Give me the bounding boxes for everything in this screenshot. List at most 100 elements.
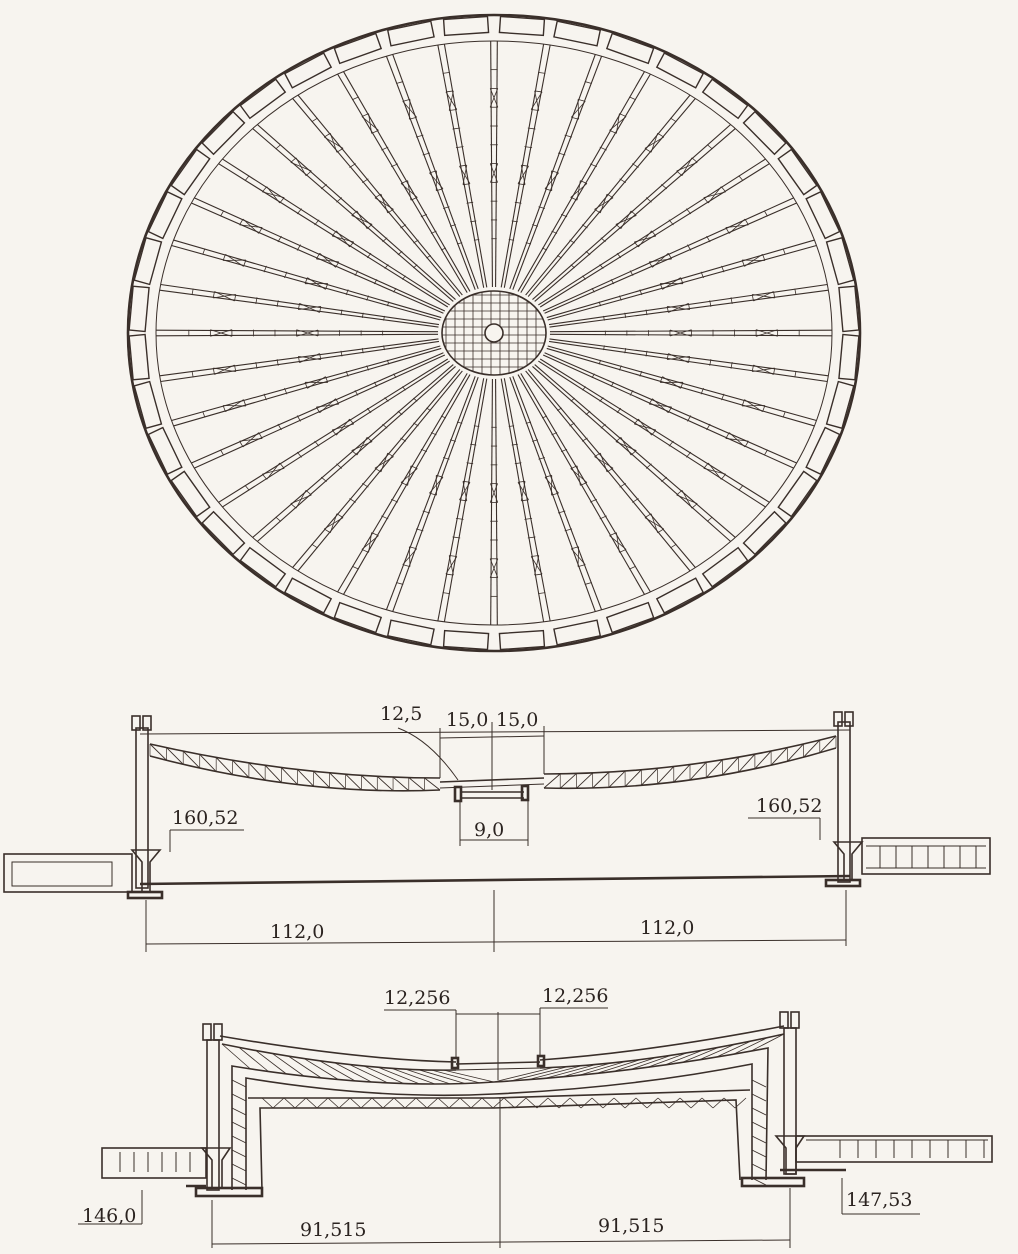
perimeter-block <box>805 426 841 476</box>
span-lower-left: 91,515 <box>300 1219 366 1241</box>
perimeter-block <box>655 52 705 89</box>
perimeter-block <box>147 426 183 476</box>
outer-ring <box>126 13 862 653</box>
perimeter-block <box>553 20 602 47</box>
rib <box>549 329 832 337</box>
rib <box>252 364 456 542</box>
perimeter-block <box>201 510 246 556</box>
rib <box>548 338 829 383</box>
perimeter-block <box>825 236 855 286</box>
perimeter-block <box>605 32 655 65</box>
perimeter-block <box>553 619 602 646</box>
rib <box>500 44 551 288</box>
perimeter-block <box>805 190 841 240</box>
central-ring <box>441 290 547 376</box>
span-lower-right: 91,515 <box>598 1215 664 1237</box>
rib <box>337 373 471 595</box>
perimeter-block <box>825 380 855 430</box>
rib <box>542 352 797 469</box>
perimeter-block <box>333 601 383 634</box>
rib <box>337 71 471 293</box>
center-hub <box>484 323 504 343</box>
rib <box>191 352 446 469</box>
rib <box>489 41 499 288</box>
perimeter-block <box>498 15 546 37</box>
rib <box>509 376 603 612</box>
rib <box>171 345 442 427</box>
rib <box>159 283 440 328</box>
perimeter-block <box>170 148 211 196</box>
rib <box>292 369 463 572</box>
rib <box>517 71 651 293</box>
rib <box>517 373 651 595</box>
inner-ring-line <box>155 40 833 626</box>
rib <box>500 378 551 622</box>
perimeter-block <box>742 510 787 556</box>
rib <box>171 239 442 321</box>
perimeter-block <box>442 15 490 37</box>
dim-12256-left: 12,256 <box>384 987 450 1009</box>
perimeter-block <box>701 546 749 588</box>
level-right: 160,52 <box>756 795 822 817</box>
perimeter-block <box>777 148 818 196</box>
level-left: 160,52 <box>172 807 238 829</box>
roof-plan-view <box>126 13 862 653</box>
perimeter-block <box>283 577 333 614</box>
perimeter-block <box>386 20 435 47</box>
dim-12-5: 12,5 <box>380 703 422 725</box>
perimeter-block <box>128 285 150 333</box>
rib <box>218 158 450 308</box>
rib <box>532 124 736 302</box>
rib <box>191 197 446 314</box>
rib <box>546 239 817 321</box>
perimeter-block <box>386 619 435 646</box>
radial-ribs <box>156 41 832 625</box>
section-upper: 12,5 15,0 15,0 9,0 160,52 160,52 112,0 1… <box>3 703 991 952</box>
perimeter-block <box>742 110 787 156</box>
rib <box>509 54 603 290</box>
perimeter-block <box>283 52 333 89</box>
rib <box>548 283 829 328</box>
perimeter-block <box>333 32 383 65</box>
level-lower-left: 146,0 <box>82 1205 136 1227</box>
perimeter-block <box>170 470 211 518</box>
rib <box>385 376 479 612</box>
perimeter-block <box>239 546 287 588</box>
rib <box>538 358 770 508</box>
span-right: 112,0 <box>640 917 694 939</box>
rib <box>489 378 499 625</box>
rib <box>252 124 456 302</box>
rib <box>538 158 770 308</box>
perimeter-block <box>605 601 655 634</box>
dim-15-left: 15,0 <box>446 709 488 731</box>
perimeter-block <box>838 333 860 381</box>
rib <box>156 329 439 337</box>
dim-9: 9,0 <box>474 819 504 841</box>
rib <box>437 378 488 622</box>
perimeter-block <box>128 333 150 381</box>
rib <box>437 44 488 288</box>
perimeter-blocks <box>128 15 860 651</box>
perimeter-block <box>133 380 163 430</box>
rib <box>292 94 463 297</box>
rib <box>385 54 479 290</box>
dim-15-right: 15,0 <box>496 709 538 731</box>
perimeter-block <box>239 78 287 120</box>
perimeter-block <box>838 285 860 333</box>
perimeter-block <box>655 577 705 614</box>
rib <box>542 197 797 314</box>
perimeter-block <box>442 629 490 651</box>
dim-12256-right: 12,256 <box>542 985 608 1007</box>
perimeter-block <box>701 78 749 120</box>
rib <box>532 364 736 542</box>
perimeter-block <box>777 470 818 518</box>
rib <box>525 369 696 572</box>
perimeter-block <box>498 629 546 651</box>
section-lower: 12,256 12,256 146,0 147,53 91,515 91,515 <box>78 985 993 1248</box>
span-left: 112,0 <box>270 921 324 943</box>
perimeter-block <box>133 236 163 286</box>
level-lower-right: 147,53 <box>846 1189 912 1211</box>
rib <box>546 345 817 427</box>
perimeter-block <box>147 190 183 240</box>
